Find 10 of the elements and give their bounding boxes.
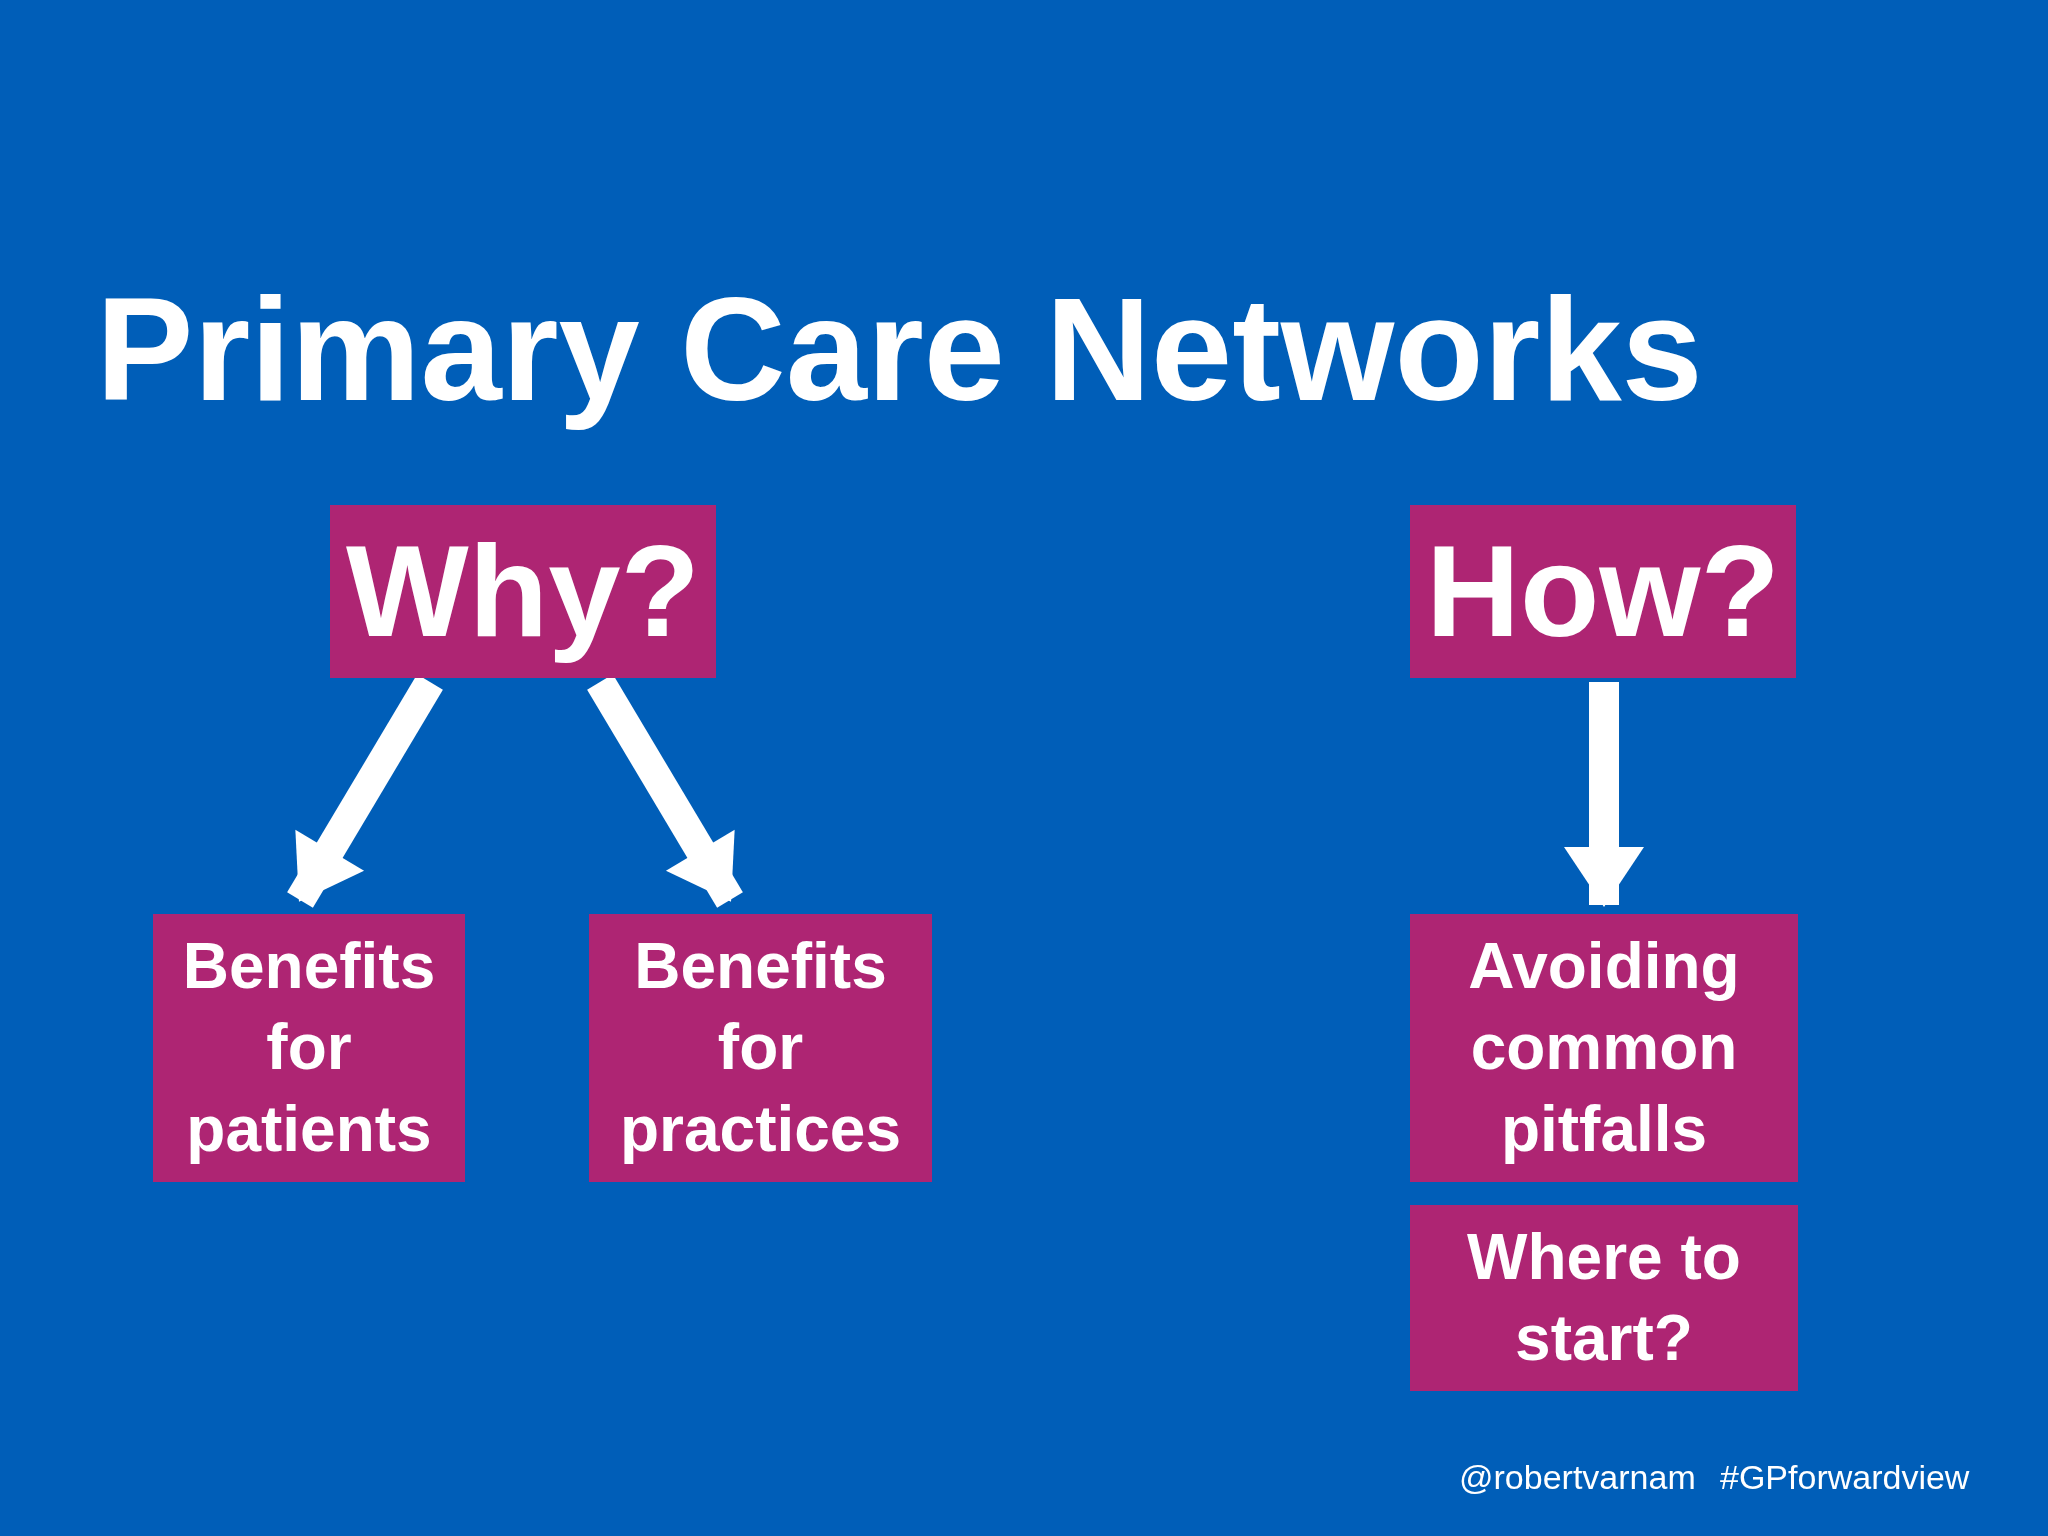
- slide-title: Primary Care Networks: [96, 267, 1703, 433]
- topic-box: Where to start?: [1410, 1205, 1798, 1391]
- topic-box: Why?: [330, 505, 716, 678]
- topic-box: Benefits for practices: [589, 914, 932, 1182]
- topic-box: Benefits for patients: [153, 914, 465, 1182]
- arrow: [1564, 682, 1644, 907]
- topic-box: How?: [1410, 505, 1796, 678]
- author-handle: @robertvarnam: [1459, 1458, 1696, 1497]
- hashtag: #GPforwardview: [1720, 1458, 1970, 1497]
- topic-box: Avoiding common pitfalls: [1410, 914, 1798, 1182]
